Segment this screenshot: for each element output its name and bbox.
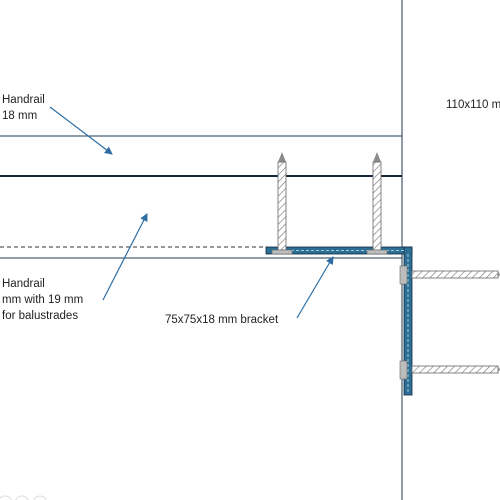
bottom-handrail-label: Handrail mm with 19 mm for balustrades xyxy=(2,276,83,324)
top-handrail-label: Handrail 18 mm xyxy=(2,92,45,124)
bottom-handrail-label-line1: Handrail xyxy=(2,278,45,290)
bottom-handrail-label-line2: mm with 19 mm xyxy=(2,294,84,306)
bracket-leader-arrow xyxy=(296,256,334,319)
bottom-handrail-label-line3: for balustrades xyxy=(2,310,79,322)
bracket-shape xyxy=(265,246,413,396)
vertical-screw-right xyxy=(366,152,388,255)
bottom-handrail-leader-arrow xyxy=(102,213,148,301)
top-handrail-label-line1: Handrail xyxy=(2,94,45,106)
horizontal-screw-bottom xyxy=(399,360,500,380)
bracket-label: 75x75x18 mm bracket xyxy=(165,314,279,326)
bottom-toolbar-icons xyxy=(0,495,47,500)
top-handrail-label-line2: 18 mm xyxy=(2,110,38,122)
post-size-label: 110x110 m xyxy=(446,99,500,111)
top-handrail-leader-arrow xyxy=(49,106,113,155)
vertical-screw-left xyxy=(271,152,293,255)
horizontal-screw-top xyxy=(399,265,500,285)
